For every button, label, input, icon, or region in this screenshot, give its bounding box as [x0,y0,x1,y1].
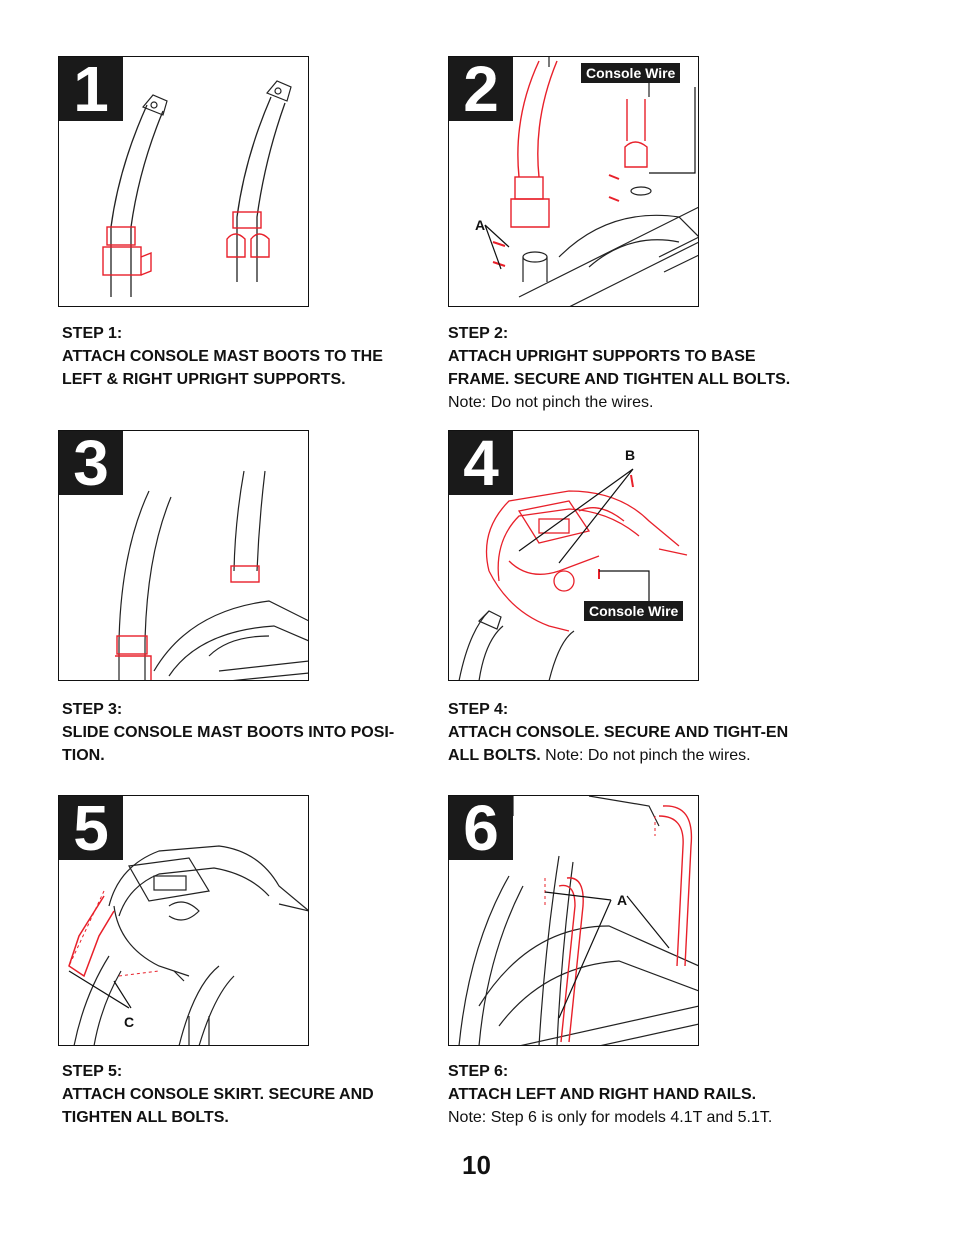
step-2-instructions: STEP 2: ATTACH UPRIGHT SUPPORTS TO BASE … [448,322,793,414]
step-2-illustration: 2 Console Wire A [448,56,699,307]
step-2-number: 2 [449,57,513,121]
step-1-text: ATTACH CONSOLE MAST BOOTS TO THE LEFT & … [62,348,383,388]
console-wire-callout-2: Console Wire [584,601,684,621]
step-1-illustration: 1 [58,56,309,307]
step-2-heading: STEP 2: [448,325,509,342]
step-5-number: 5 [59,796,123,860]
step-1-heading: STEP 1: [62,325,123,342]
step-1-instructions: STEP 1: ATTACH CONSOLE MAST BOOTS TO THE… [62,322,422,391]
console-wire-callout: Console Wire [581,63,681,83]
step-6-heading: STEP 6: [448,1063,509,1080]
step-6-text: ATTACH LEFT AND RIGHT HAND RAILS. [448,1086,757,1103]
step-6-instructions: STEP 6: ATTACH LEFT AND RIGHT HAND RAILS… [448,1060,793,1129]
hand-rails-drawing [458,796,698,1045]
step-3-text: SLIDE CONSOLE MAST BOOTS INTO POSI-TION. [62,724,395,764]
step-6-note: Note: Step 6 is only for models 4.1T and… [448,1109,773,1126]
step-2-text: ATTACH UPRIGHT SUPPORTS TO BASE FRAME. S… [448,348,791,388]
step-4-illustration: 4 B Console Wire [448,430,699,681]
mast-boots-drawing [115,470,308,680]
step-3-heading: STEP 3: [62,701,123,718]
console-skirt-drawing [68,845,308,1045]
step-5-instructions: STEP 5: ATTACH CONSOLE SKIRT. SECURE AND… [62,1060,422,1129]
step-5-text: ATTACH CONSOLE SKIRT. SECURE AND TIGHTEN… [62,1086,374,1126]
base-frame-drawing [484,57,698,306]
step-6-illustration: 6 A [448,795,699,1046]
step-4-text: ATTACH CONSOLE. SECURE AND TIGHT-EN ALL … [448,724,789,764]
step-3-instructions: STEP 3: SLIDE CONSOLE MAST BOOTS INTO PO… [62,698,422,767]
callout-label-a: A [475,217,486,233]
upright-supports-drawing [102,80,292,297]
callout-label-b: B [625,447,636,463]
page-number: 10 [462,1150,491,1180]
step-5-heading: STEP 5: [62,1063,123,1080]
console-attach-drawing [458,468,688,680]
step-6-number: 6 [449,796,513,860]
step-1-number: 1 [59,57,123,121]
callout-label-c: C [124,1014,135,1030]
callout-label-a-2: A [617,892,628,908]
step-3-illustration: 3 [58,430,309,681]
step-5-illustration: 5 C [58,795,309,1046]
step-3-number: 3 [59,431,123,495]
step-4-note: Note: Do not pinch the wires. [540,747,751,764]
step-2-note: Note: Do not pinch the wires. [448,394,654,411]
step-4-number: 4 [449,431,513,495]
step-4-instructions: STEP 4: ATTACH CONSOLE. SECURE AND TIGHT… [448,698,798,767]
step-4-heading: STEP 4: [448,701,509,718]
